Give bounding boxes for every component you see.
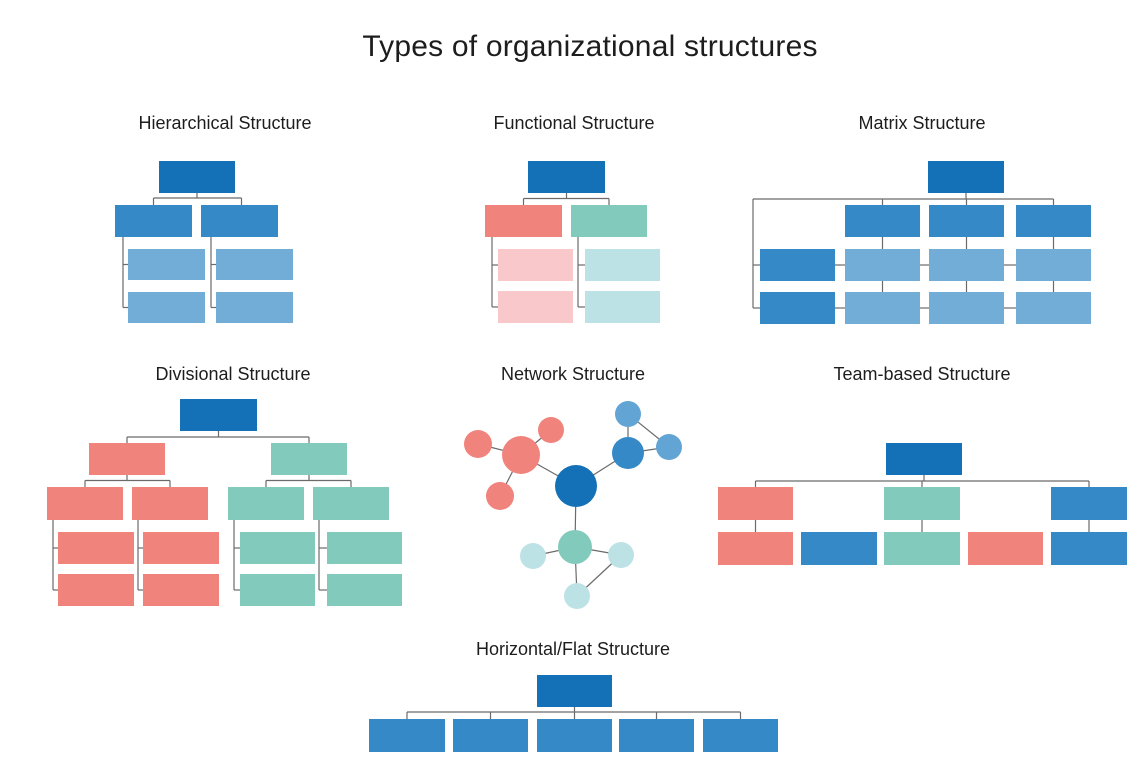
org-box <box>128 249 205 280</box>
org-box <box>240 532 315 564</box>
panel-title-team-based: Team-based Structure <box>833 364 1011 384</box>
org-box <box>1016 292 1091 324</box>
org-box <box>703 719 778 752</box>
org-box <box>327 532 402 564</box>
org-box <box>929 205 1004 237</box>
org-box <box>313 487 389 520</box>
panel-title-hierarchical: Hierarchical Structure <box>138 113 312 133</box>
org-box <box>718 532 793 565</box>
network-node <box>538 417 564 443</box>
org-box <box>453 719 528 752</box>
org-box <box>929 249 1004 281</box>
org-box <box>132 487 208 520</box>
org-box <box>585 291 660 323</box>
network-node <box>520 543 546 569</box>
network-node <box>558 530 592 564</box>
org-box <box>619 719 694 752</box>
org-box <box>498 291 573 323</box>
org-box <box>884 487 960 520</box>
org-box <box>58 532 134 564</box>
org-box <box>528 161 605 193</box>
org-box <box>718 487 793 520</box>
org-box <box>760 292 835 324</box>
org-box <box>58 574 134 606</box>
org-box <box>143 532 219 564</box>
org-box <box>968 532 1043 565</box>
org-box <box>115 205 192 237</box>
org-box <box>928 161 1004 193</box>
org-box <box>180 399 257 431</box>
org-box <box>845 205 920 237</box>
network-node <box>564 583 590 609</box>
org-box <box>485 205 562 237</box>
org-box <box>886 443 962 475</box>
org-box <box>201 205 278 237</box>
org-box <box>845 292 920 324</box>
org-box <box>216 292 293 323</box>
org-box <box>143 574 219 606</box>
org-box <box>159 161 235 193</box>
org-box <box>801 532 877 565</box>
org-box <box>47 487 123 520</box>
org-box <box>1051 487 1127 520</box>
network-node <box>608 542 634 568</box>
org-box <box>571 205 647 237</box>
org-box <box>128 292 205 323</box>
org-box <box>271 443 347 475</box>
network-node <box>555 465 597 507</box>
network-node <box>612 437 644 469</box>
org-box <box>327 574 402 606</box>
panel-title-functional: Functional Structure <box>493 113 655 133</box>
org-box <box>929 292 1004 324</box>
network-node <box>615 401 641 427</box>
org-box <box>537 675 612 707</box>
network-node <box>486 482 514 510</box>
org-box <box>760 249 835 281</box>
org-box <box>537 719 612 752</box>
org-box <box>89 443 165 475</box>
panel-title-horizontal-flat: Horizontal/Flat Structure <box>475 639 671 659</box>
panel-title-divisional: Divisional Structure <box>155 364 311 384</box>
org-box <box>1016 249 1091 281</box>
org-box <box>585 249 660 281</box>
org-box <box>228 487 304 520</box>
network-node <box>656 434 682 460</box>
org-box <box>1016 205 1091 237</box>
org-box <box>240 574 315 606</box>
figure-title: Types of organizational structures <box>362 30 818 63</box>
network-node <box>502 436 540 474</box>
org-box <box>369 719 445 752</box>
panel-title-network: Network Structure <box>500 364 646 384</box>
org-box <box>498 249 573 281</box>
org-box <box>1051 532 1127 565</box>
org-box <box>216 249 293 280</box>
panel-title-matrix: Matrix Structure <box>858 113 986 133</box>
org-box <box>845 249 920 281</box>
org-box <box>884 532 960 565</box>
network-node <box>464 430 492 458</box>
